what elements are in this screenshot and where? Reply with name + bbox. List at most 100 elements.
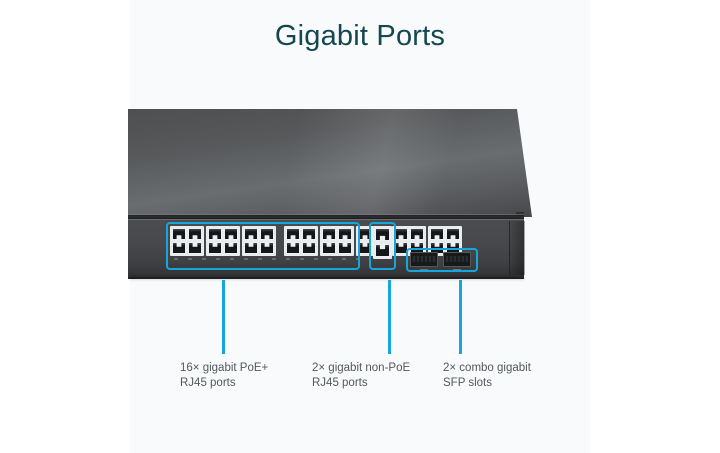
sfp-led (453, 269, 461, 271)
rj45-gloss (411, 243, 423, 246)
rj45-opening-icon (209, 229, 221, 239)
rj45-gloss (323, 243, 335, 246)
rj45-gloss (447, 243, 459, 246)
rj45-opening-icon (245, 243, 257, 253)
rj45-opening-icon (359, 243, 371, 253)
rj45-opening-icon (303, 243, 315, 253)
rj45-port-row-top (430, 228, 460, 240)
sfp-slot (443, 252, 471, 271)
rj45-gloss (447, 229, 459, 232)
rj45-gloss (189, 243, 201, 246)
rj45-opening-icon (376, 245, 389, 256)
rj45-port (446, 228, 460, 240)
rj45-port (260, 228, 274, 240)
rj45-gloss (209, 243, 221, 246)
rj45-nonpoe-port-pair (373, 226, 392, 259)
rj45-port (338, 242, 352, 254)
rj45-gloss (411, 229, 423, 232)
rj45-port (375, 244, 390, 257)
rj45-port (224, 242, 238, 254)
network-switch-image (120, 100, 540, 295)
status-led (342, 258, 346, 260)
rj45-gloss (323, 229, 335, 232)
switch-seam-highlight (128, 214, 524, 215)
status-led (356, 258, 360, 260)
rj45-port (188, 228, 202, 240)
status-led (202, 258, 206, 260)
status-led (314, 258, 318, 260)
rj45-gloss (339, 243, 351, 246)
rj45-port (208, 242, 222, 254)
callout-label-sfp-slots: 2× combo gigabit SFP slots (443, 362, 531, 389)
status-led (188, 258, 192, 260)
status-led (300, 258, 304, 260)
rj45-port (302, 242, 316, 254)
rj45-port-row-top (322, 228, 352, 240)
rj45-port-quad (170, 226, 204, 256)
rj45-port (394, 242, 408, 254)
sfp-slot-group (410, 252, 471, 271)
rj45-opening-icon (245, 229, 257, 239)
rj45-port (260, 242, 274, 254)
rj45-port (394, 228, 408, 240)
rj45-port (322, 242, 336, 254)
rj45-port (338, 228, 352, 240)
rj45-gloss (395, 243, 407, 246)
rj45-port (410, 228, 424, 240)
rj45-gloss (431, 243, 443, 246)
rj45-gloss (245, 229, 257, 232)
rj45-port (244, 242, 258, 254)
rj45-port-quad (206, 226, 240, 256)
leader-line-nonpoe-ports (388, 280, 391, 354)
rj45-opening-icon (173, 229, 185, 239)
rj45-gloss (287, 243, 299, 246)
sfp-led (420, 269, 428, 271)
rj45-opening-icon (303, 229, 315, 239)
rj45-opening-icon (261, 243, 273, 253)
rj45-opening-icon (339, 229, 351, 239)
rj45-port-row-bottom (322, 242, 352, 254)
rj45-opening-icon (431, 229, 443, 239)
rj45-port (286, 228, 300, 240)
rj45-gloss (189, 229, 201, 232)
rj45-opening-icon (209, 243, 221, 253)
rj45-port (208, 228, 222, 240)
rj45-gloss (359, 229, 371, 232)
rj45-port-row-bottom (208, 242, 238, 254)
rj45-port-row-bottom (244, 242, 274, 254)
rj45-opening-icon (323, 229, 335, 239)
rj45-opening-icon (395, 229, 407, 239)
callout-label-poe-ports: 16× gigabit PoE+ RJ45 ports (180, 362, 269, 389)
status-led (230, 258, 234, 260)
rj45-port-row-top (172, 228, 202, 240)
rj45-opening-icon (359, 229, 371, 239)
rj45-opening-icon (287, 243, 299, 253)
rj45-gloss (376, 245, 389, 248)
rj45-gloss (261, 229, 273, 232)
rj45-gloss (225, 229, 237, 232)
rj45-gloss (225, 243, 237, 246)
rj45-port-quad (242, 226, 276, 256)
rj45-port-row-top (208, 228, 238, 240)
rj45-port-row-bottom (286, 242, 316, 254)
rj45-gloss (395, 229, 407, 232)
rj45-port (188, 242, 202, 254)
switch-top-face (128, 109, 532, 217)
callout-label-nonpoe-ports: 2× gigabit non-PoE RJ45 ports (312, 362, 411, 389)
rj45-gloss (261, 243, 273, 246)
leader-line-sfp-slots (459, 280, 462, 354)
status-led (258, 258, 262, 260)
rj45-port (302, 228, 316, 240)
rj45-port (358, 228, 372, 240)
sfp-slot (410, 252, 438, 271)
rj45-opening-icon (189, 243, 201, 253)
port-status-led-row (174, 258, 360, 260)
rj45-opening-icon (225, 229, 237, 239)
rj45-port-quad (284, 226, 318, 256)
rj45-port-quad (320, 226, 354, 256)
leader-line-poe-ports (222, 280, 225, 354)
page-title: Gigabit Ports (274, 20, 446, 52)
rj45-gloss (245, 243, 257, 246)
rj45-port (322, 228, 336, 240)
